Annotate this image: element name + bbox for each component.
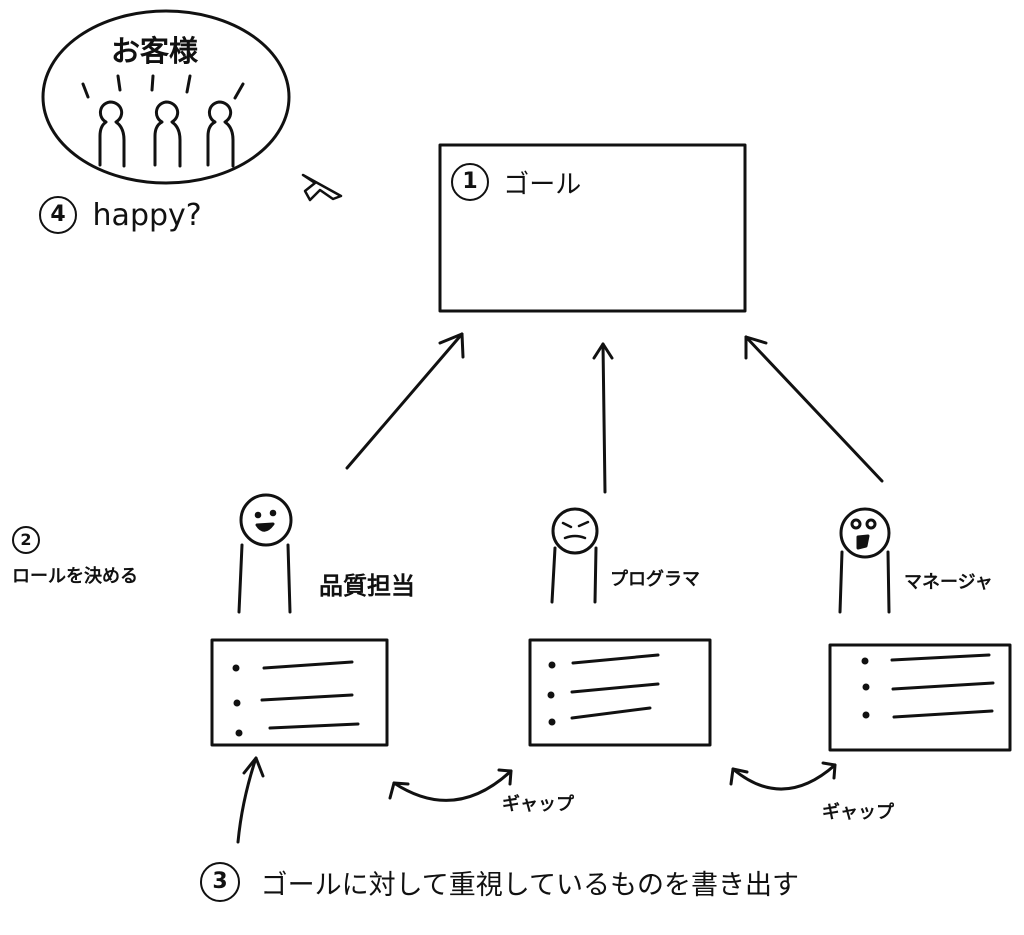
card-outline bbox=[210, 638, 389, 747]
arrow-shaft bbox=[236, 756, 258, 844]
body bbox=[838, 550, 891, 614]
step-1-number: 1 bbox=[451, 163, 489, 201]
smile bbox=[255, 522, 275, 532]
arrowhead bbox=[821, 761, 837, 780]
customer-figure bbox=[153, 100, 182, 168]
customer-excitement-marks bbox=[81, 74, 245, 100]
step-4-number: 4 bbox=[39, 196, 77, 234]
step-1-text: ゴール bbox=[503, 169, 582, 200]
arrowhead bbox=[438, 332, 465, 359]
step-2-number: 2 bbox=[12, 526, 40, 554]
arrowhead bbox=[592, 342, 614, 360]
gap-arrow-2 bbox=[729, 761, 837, 791]
card-line bbox=[570, 706, 652, 720]
gap-label-1: ギャップ bbox=[502, 794, 574, 815]
card-outline bbox=[828, 643, 1012, 752]
arrowhead bbox=[744, 335, 768, 360]
body bbox=[237, 543, 292, 614]
card-manager bbox=[828, 643, 1012, 752]
body bbox=[550, 546, 598, 604]
card-line bbox=[892, 709, 994, 719]
customer-figure bbox=[98, 100, 126, 168]
gap-curve bbox=[731, 763, 837, 791]
step-4-text: happy? bbox=[92, 197, 202, 233]
arrow-manager-to-goal bbox=[744, 335, 884, 483]
arrowhead bbox=[242, 756, 265, 778]
head bbox=[839, 507, 891, 559]
gap-label-2: ギャップ bbox=[822, 802, 894, 823]
gap-curve bbox=[392, 769, 513, 802]
card-outline bbox=[528, 638, 712, 747]
card-quality bbox=[210, 638, 389, 747]
arrow-to-customers bbox=[301, 173, 343, 202]
customers-bubble-outline bbox=[41, 9, 291, 185]
arrowhead bbox=[388, 781, 410, 800]
role-name-programmer: プログラマ bbox=[610, 569, 700, 590]
card-line bbox=[268, 722, 360, 730]
arrows-to-goal bbox=[345, 332, 884, 494]
card-line bbox=[262, 660, 354, 670]
step-1-label: 1 ゴール bbox=[451, 163, 581, 201]
head bbox=[551, 507, 599, 555]
step-2-label: 2 ロールを決める bbox=[12, 526, 138, 588]
gap-arrow-1 bbox=[388, 768, 513, 802]
customers-title: お客様 bbox=[111, 34, 199, 68]
arrow-programmer-to-goal bbox=[601, 342, 607, 494]
person-quality bbox=[237, 493, 293, 614]
customers-bubble bbox=[41, 9, 291, 185]
card-line bbox=[890, 653, 991, 662]
step-3-text: ゴールに対して重視しているものを書き出す bbox=[260, 869, 799, 901]
card-line bbox=[260, 693, 354, 702]
role-name-manager: マネージャ bbox=[904, 572, 993, 593]
head bbox=[239, 493, 293, 547]
step-3-number: 3 bbox=[200, 862, 240, 902]
step-3-label: 3 ゴールに対して重視しているものを書き出す bbox=[200, 862, 799, 902]
role-name-quality: 品質担当 bbox=[319, 572, 415, 600]
card-line bbox=[571, 653, 660, 665]
card-line bbox=[891, 681, 995, 691]
card-programmer bbox=[528, 638, 712, 747]
card-line bbox=[570, 682, 660, 694]
step-2-text: ロールを決める bbox=[12, 566, 138, 587]
customer-figures bbox=[98, 100, 235, 168]
person-programmer bbox=[550, 507, 599, 604]
arrowhead bbox=[729, 767, 749, 786]
person-manager bbox=[838, 507, 891, 614]
arrowhead bbox=[497, 768, 513, 786]
goal-box bbox=[438, 143, 747, 313]
step-4-label: 4 happy? bbox=[39, 196, 202, 234]
arrow-quality-to-goal bbox=[345, 332, 464, 470]
arrow-step3-to-card bbox=[236, 756, 265, 844]
customer-figure bbox=[206, 100, 235, 168]
